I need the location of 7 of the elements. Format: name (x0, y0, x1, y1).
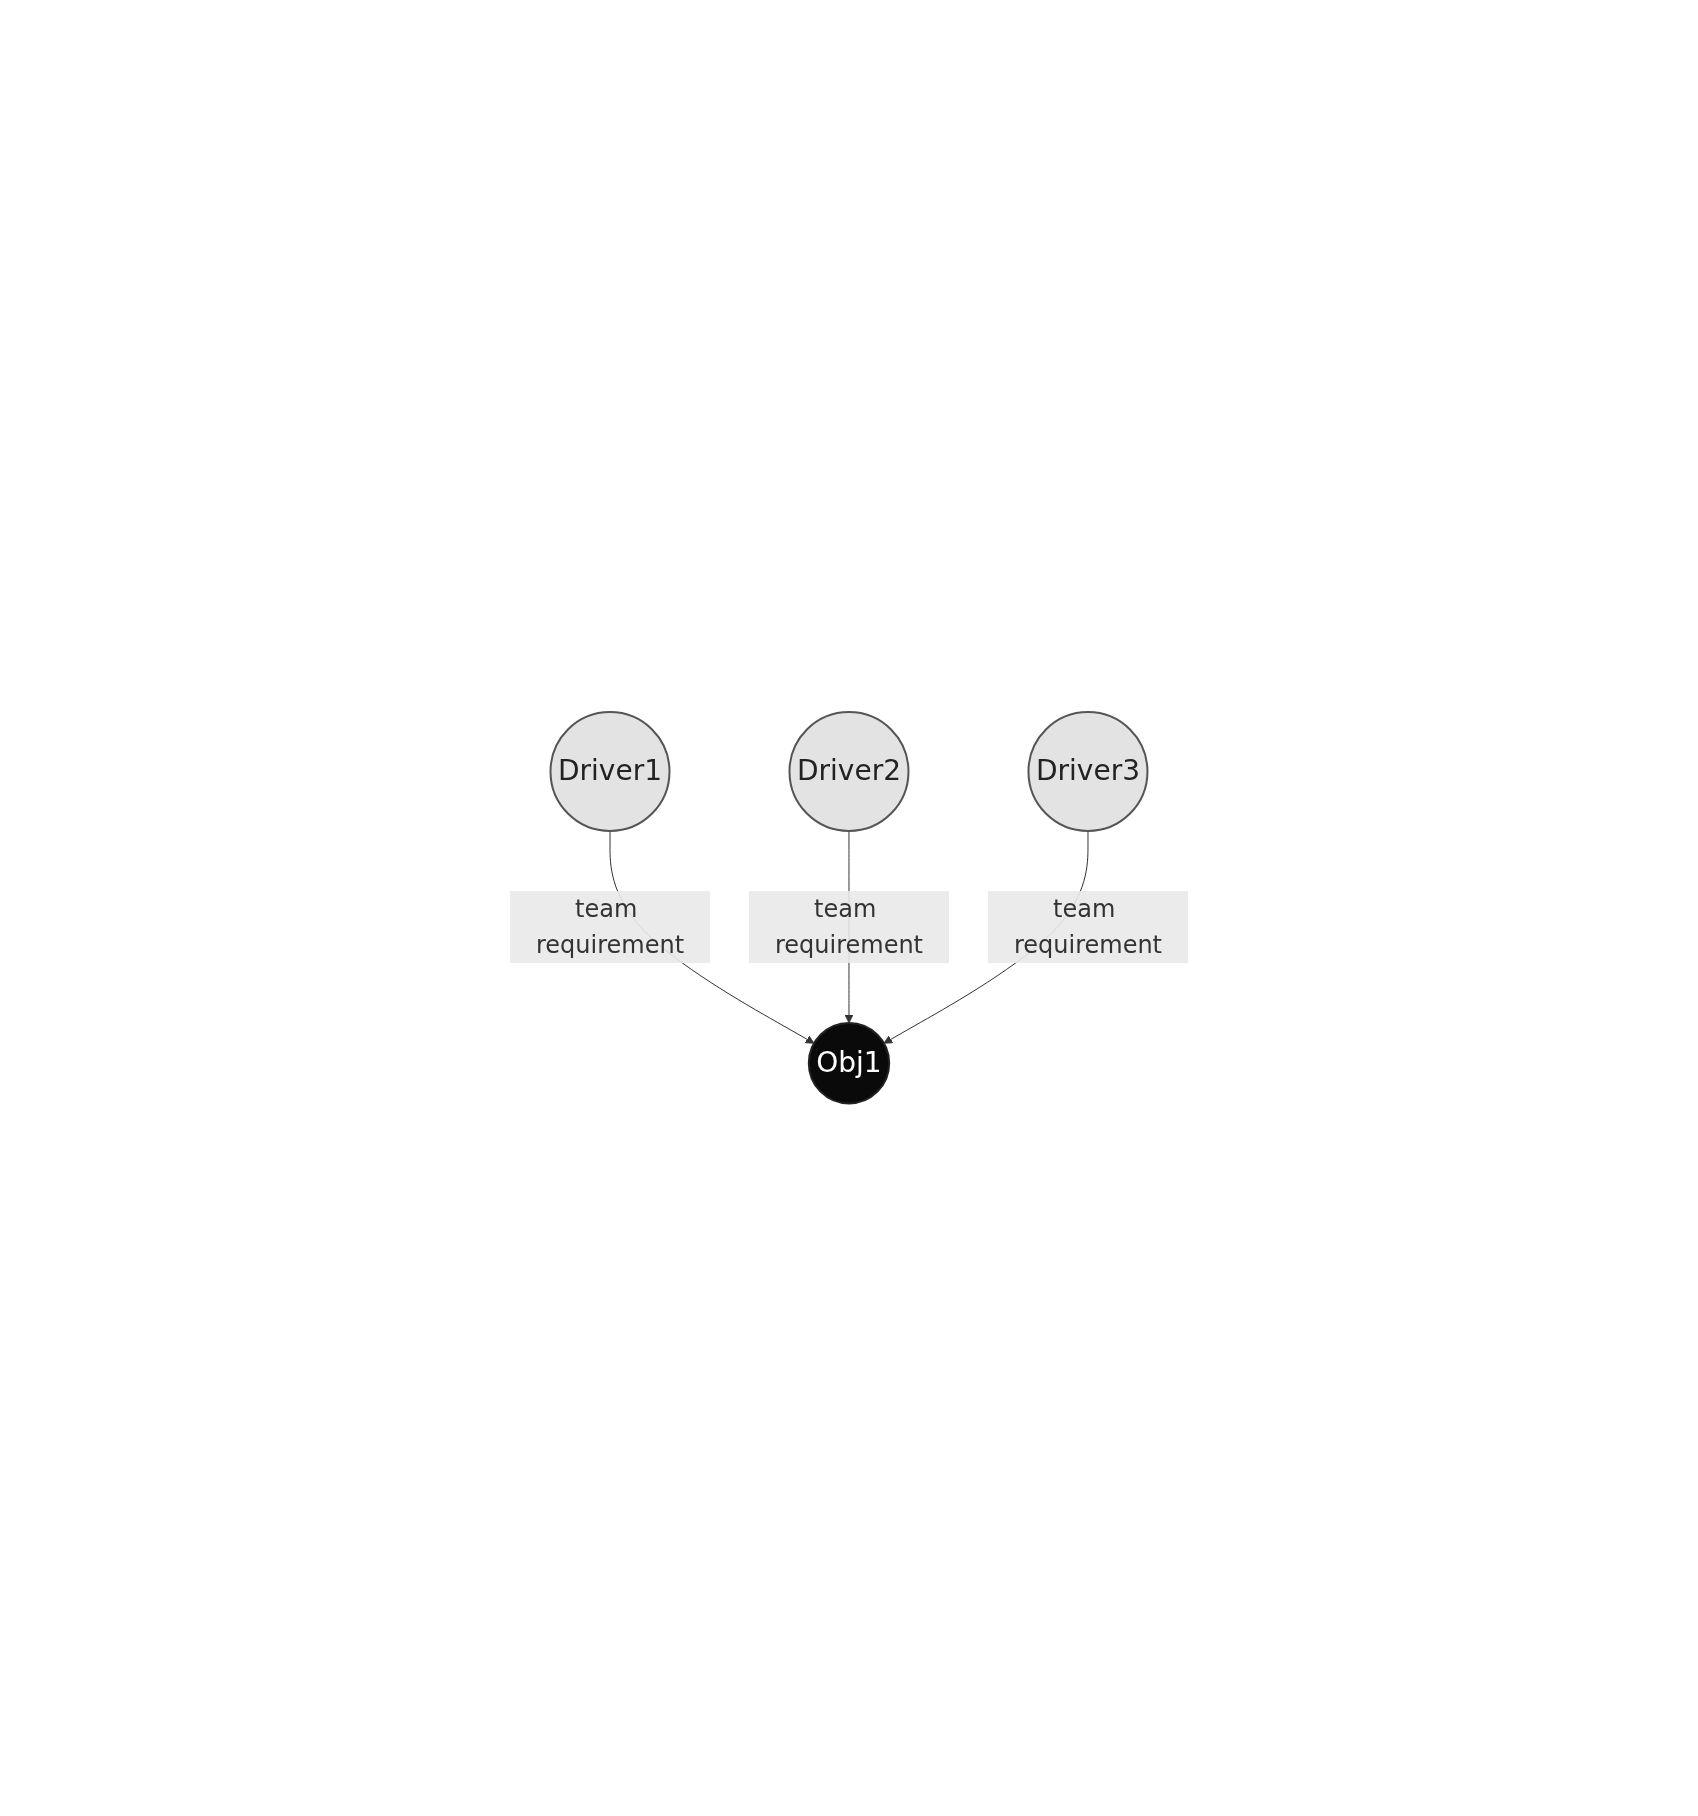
node-circle: Obj1 (807, 1022, 891, 1105)
edge-label: team requirement (1013, 895, 1163, 960)
edge-label: team requirement (774, 895, 924, 960)
node-circle: Driver3 (1027, 711, 1149, 833)
node-circle: Driver1 (549, 711, 671, 833)
edge-label: team requirement (535, 895, 685, 960)
node-circle: Driver2 (788, 711, 910, 833)
